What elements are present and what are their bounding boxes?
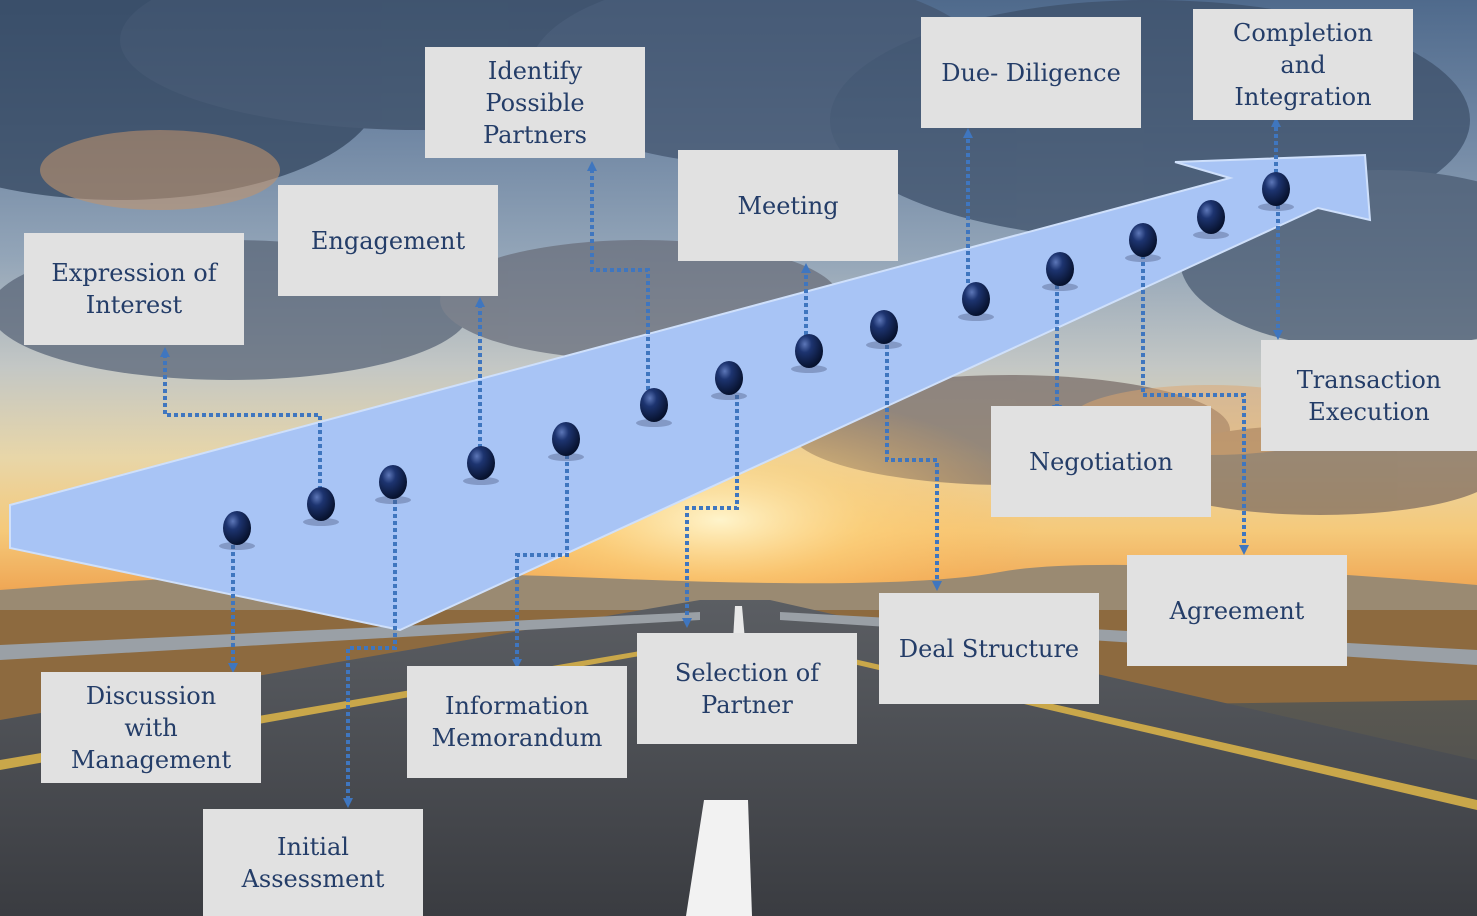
- bead-13: [1193, 200, 1229, 239]
- process-arrow-shape: [9, 153, 1372, 632]
- step-completion-and-integration: Completion and Integration: [1193, 9, 1413, 120]
- step-transaction-execution: Transaction Execution: [1261, 340, 1477, 451]
- lane-marking: [686, 800, 752, 916]
- step-identify-possible-partners: Identify Possible Partners: [425, 47, 645, 158]
- bead-2: [303, 487, 339, 526]
- bead-5: [548, 422, 584, 461]
- connector-selection-of-partner: [682, 395, 739, 628]
- bead-4: [463, 446, 499, 485]
- bead-6: [636, 388, 672, 427]
- step-information-memorandum: Information Memorandum: [407, 666, 627, 778]
- guard-rail-left: [0, 612, 700, 660]
- connector-initial-assessment: [343, 500, 397, 808]
- bead-7: [711, 361, 747, 400]
- step-deal-structure: Deal Structure: [879, 593, 1099, 704]
- step-due-diligence: Due- Diligence: [921, 17, 1141, 128]
- step-negotiation: Negotiation: [991, 406, 1211, 517]
- step-engagement: Engagement: [278, 185, 498, 296]
- step-meeting: Meeting: [678, 150, 898, 261]
- step-agreement: Agreement: [1127, 555, 1347, 666]
- bead-10: [958, 282, 994, 321]
- bead-12: [1125, 223, 1161, 262]
- bead-14: [1258, 172, 1294, 211]
- step-discussion-with-management: Discussion with Management: [41, 672, 261, 783]
- step-expression-of-interest: Expression of Interest: [24, 233, 244, 345]
- bead-1: [219, 511, 255, 550]
- connector-expression-of-interest: [160, 347, 322, 490]
- bead-9: [866, 310, 902, 349]
- step-selection-of-partner: Selection of Partner: [637, 633, 857, 744]
- connector-agreement: [1141, 255, 1249, 555]
- connector-identify-possible-partners: [587, 161, 650, 390]
- bead-11: [1042, 252, 1078, 291]
- step-initial-assessment: Initial Assessment: [203, 809, 423, 916]
- bead-8: [791, 334, 827, 373]
- lane-marking: [733, 606, 745, 640]
- connector-information-memorandum: [512, 455, 569, 669]
- connector-deal-structure: [885, 345, 942, 591]
- bead-3: [375, 465, 411, 504]
